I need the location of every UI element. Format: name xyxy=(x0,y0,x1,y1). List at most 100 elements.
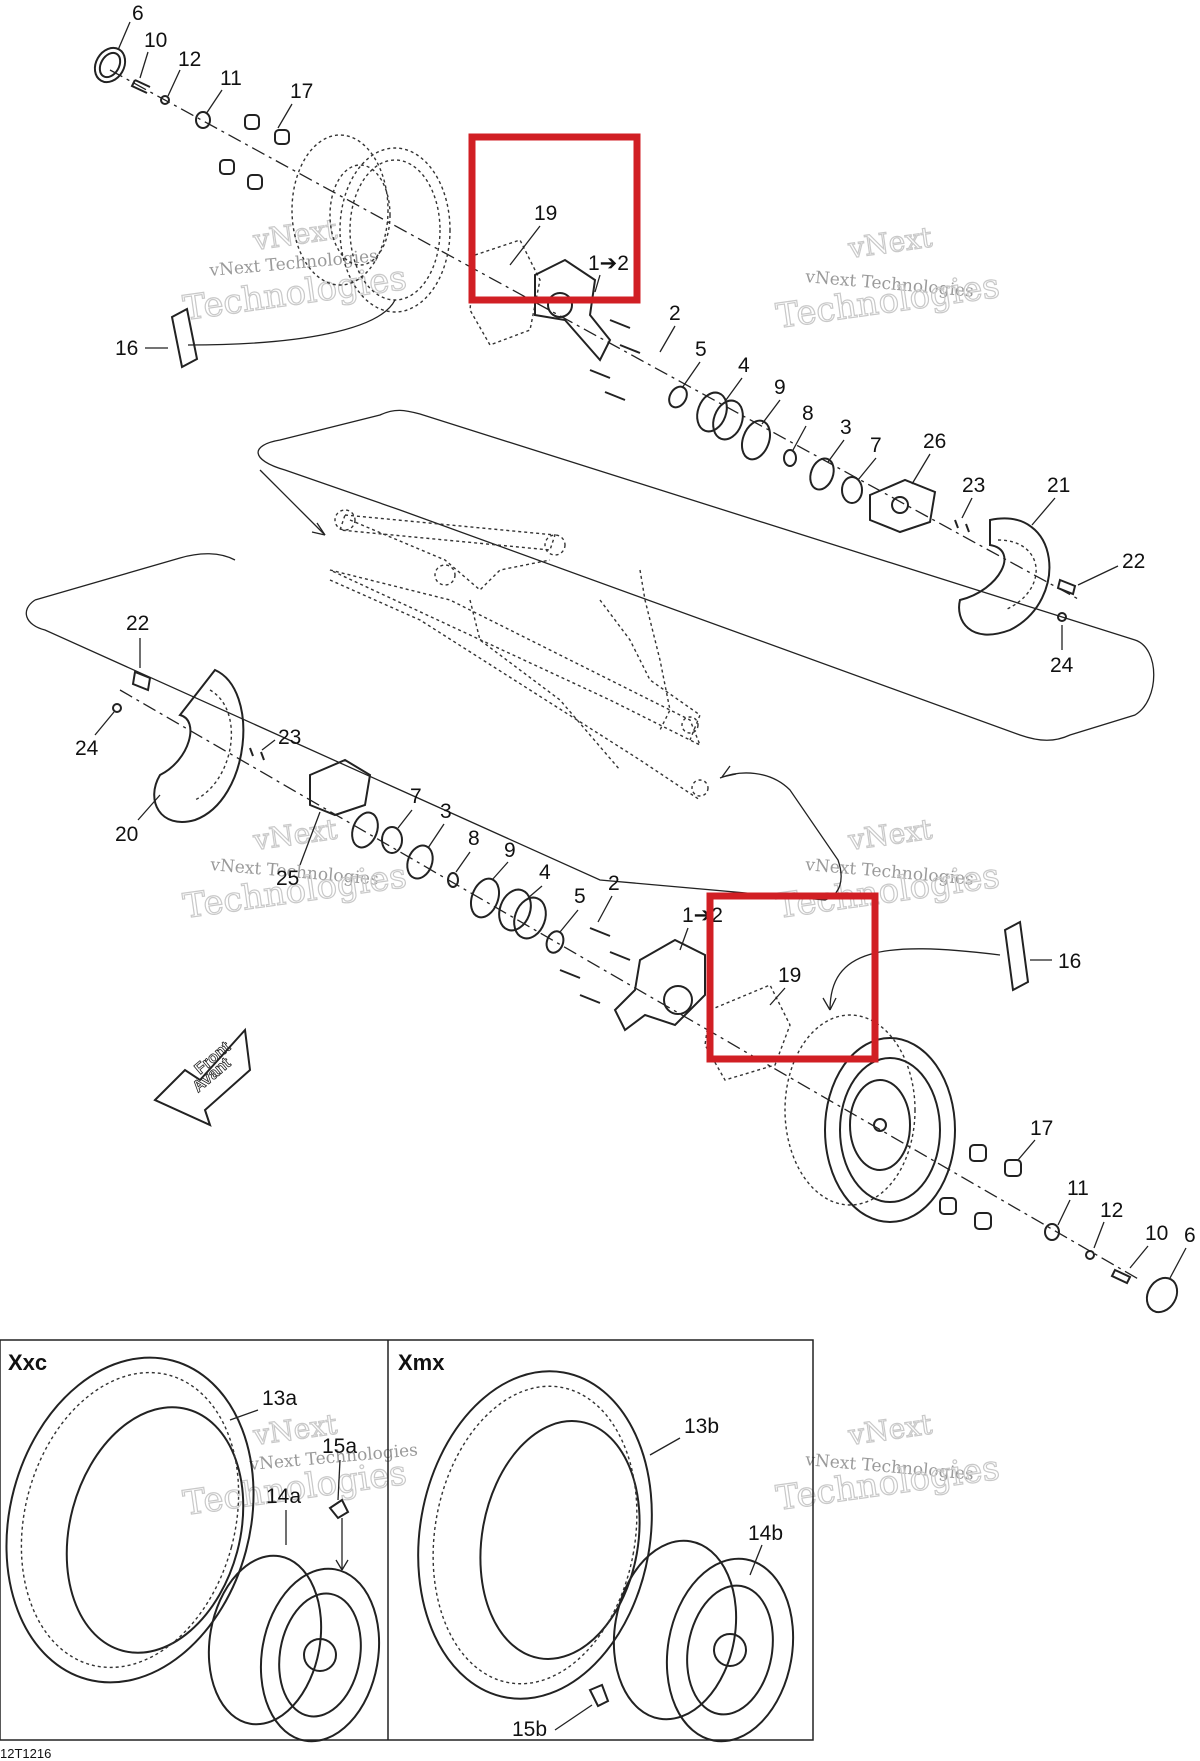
valve-stem-part-16-bottom xyxy=(822,920,1030,1011)
label-23-top: 23 xyxy=(962,474,985,497)
label-4-top: 4 xyxy=(738,354,750,377)
lug-nuts-part-17-bottom xyxy=(939,1144,1022,1230)
svg-text:vNext: vNext xyxy=(250,812,339,857)
label-8-bottom: 8 xyxy=(468,827,480,850)
label-7-bottom: 7 xyxy=(410,785,422,808)
lug-nuts-part-17 xyxy=(219,114,290,190)
cap-nut-part-11 xyxy=(195,111,211,129)
label-15a: 15a xyxy=(322,1435,357,1458)
label-6-top: 6 xyxy=(132,2,144,25)
label-25: 25 xyxy=(276,867,299,890)
label-3-bottom: 3 xyxy=(440,800,452,823)
label-8-top: 8 xyxy=(802,402,814,425)
part-labels-top: 6 10 12 11 17 19 1➔2 16 2 5 4 9 8 3 7 26… xyxy=(115,2,1145,677)
circlip-part-9-top xyxy=(740,419,772,461)
label-10-top: 10 xyxy=(144,29,167,52)
label-12-top: 12 xyxy=(178,48,201,71)
label-2-top: 2 xyxy=(669,302,681,325)
screw-part-24-bottom xyxy=(112,703,122,713)
control-arms-assembly xyxy=(257,409,1155,801)
o-ring-part-8-bottom xyxy=(447,872,459,888)
label-24-top: 24 xyxy=(1050,654,1074,677)
label-19-bottom: 19 xyxy=(778,964,801,987)
spacer-part-5-bottom xyxy=(545,930,565,954)
label-24-bottom: 24 xyxy=(75,737,99,760)
tire-13a xyxy=(5,1356,255,1684)
tire-panels-frame xyxy=(0,1339,814,1741)
label-3-top: 3 xyxy=(840,416,852,439)
label-9-bottom: 9 xyxy=(504,839,516,862)
ring-part-7-bottom xyxy=(381,826,403,854)
hub-part-25 xyxy=(309,758,379,849)
label-21: 21 xyxy=(1047,474,1070,497)
label-22-bottom: 22 xyxy=(126,612,149,635)
bracket-part-22-bottom xyxy=(131,670,152,692)
svg-text:vNext: vNext xyxy=(845,812,934,857)
label-19-top: 19 xyxy=(534,202,557,225)
brake-disc-part-21 xyxy=(958,517,1051,636)
washer-part-12 xyxy=(160,95,170,105)
bracket-part-22-top xyxy=(1056,578,1077,596)
bolt-part-10 xyxy=(130,79,151,94)
valve-stem-part-16 xyxy=(170,299,396,369)
bolt-part-10-bottom xyxy=(1110,1268,1132,1285)
rim-14a xyxy=(207,1554,381,1743)
label-13b: 13b xyxy=(684,1415,719,1438)
panel-title-xmx: Xmx xyxy=(398,1350,445,1375)
tire-13b xyxy=(417,1370,653,1700)
label-16-top: 16 xyxy=(115,337,138,360)
assembly-outline-bottom xyxy=(25,599,842,901)
cap-nut-part-11-bottom xyxy=(1044,1223,1060,1241)
valve-stem-15b xyxy=(588,1683,610,1708)
watermark-mid-right: vNext vNext Technologies Technologies xyxy=(773,812,1003,928)
label-7-top: 7 xyxy=(870,434,882,457)
washer-part-12-bottom xyxy=(1085,1250,1095,1260)
seal-part-3-top xyxy=(809,457,835,491)
valve-stem-15a xyxy=(328,1498,350,1571)
label-10-bottom: 10 xyxy=(1145,1222,1168,1245)
panel-title-xxc: Xxc xyxy=(8,1350,47,1375)
label-22-top: 22 xyxy=(1122,550,1145,573)
label-4-bottom: 4 xyxy=(539,861,551,884)
label-11-bottom: 11 xyxy=(1067,1177,1089,1200)
steering-knuckle-top xyxy=(534,258,612,362)
o-ring-part-8-top xyxy=(783,449,797,467)
bolts-part-23-bottom xyxy=(249,747,265,761)
label-14b: 14b xyxy=(748,1522,783,1545)
top-assembly xyxy=(93,46,1081,636)
label-9-top: 9 xyxy=(774,376,786,399)
label-23-bottom: 23 xyxy=(278,726,301,749)
figure-code: 12T1216 xyxy=(0,1746,51,1761)
seal-part-3-bottom xyxy=(406,844,434,880)
label-1to2-bottom: 1➔2 xyxy=(682,904,723,927)
front-direction-arrow: Front Avant xyxy=(153,1027,252,1127)
svg-text:vNext: vNext xyxy=(845,220,934,265)
hub-part-26 xyxy=(869,478,937,534)
spacer-part-5-top xyxy=(668,385,688,409)
label-13a: 13a xyxy=(262,1387,297,1410)
svg-text:vNext: vNext xyxy=(845,1407,934,1452)
bolts-part-2-bottom xyxy=(559,927,631,1004)
tire-panels: Xxc Xmx xyxy=(0,1339,814,1743)
label-5-top: 5 xyxy=(695,338,707,361)
assembly-outline-top xyxy=(257,409,1155,741)
label-16-bottom: 16 xyxy=(1058,950,1081,973)
highlight-box-bottom xyxy=(706,892,879,1063)
bolts-part-2-top xyxy=(589,319,641,401)
wheel-rim-bottom xyxy=(784,1014,956,1223)
label-2-bottom: 2 xyxy=(608,872,620,895)
bolts-part-23-top xyxy=(954,519,970,533)
watermark-bottom-right: vNext vNext Technologies Technologies xyxy=(773,1407,1003,1520)
bearing-part-4-bottom xyxy=(498,888,547,940)
watermark-top-right: vNext vNext Technologies Technologies xyxy=(773,220,1003,338)
label-20: 20 xyxy=(115,823,138,846)
label-26: 26 xyxy=(923,430,946,453)
brake-disc-guard-part-19 xyxy=(469,239,541,346)
label-6-bottom: 6 xyxy=(1184,1224,1196,1247)
part-labels-bottom: 22 24 23 20 25 7 3 8 9 4 5 2 1➔2 19 16 1… xyxy=(75,612,1196,1279)
label-17-bottom: 17 xyxy=(1030,1117,1053,1140)
watermark-top-left: vNext vNext Technologies Technologies xyxy=(180,212,410,330)
bottom-assembly xyxy=(25,553,1179,1314)
screw-part-24-top xyxy=(1057,612,1067,622)
